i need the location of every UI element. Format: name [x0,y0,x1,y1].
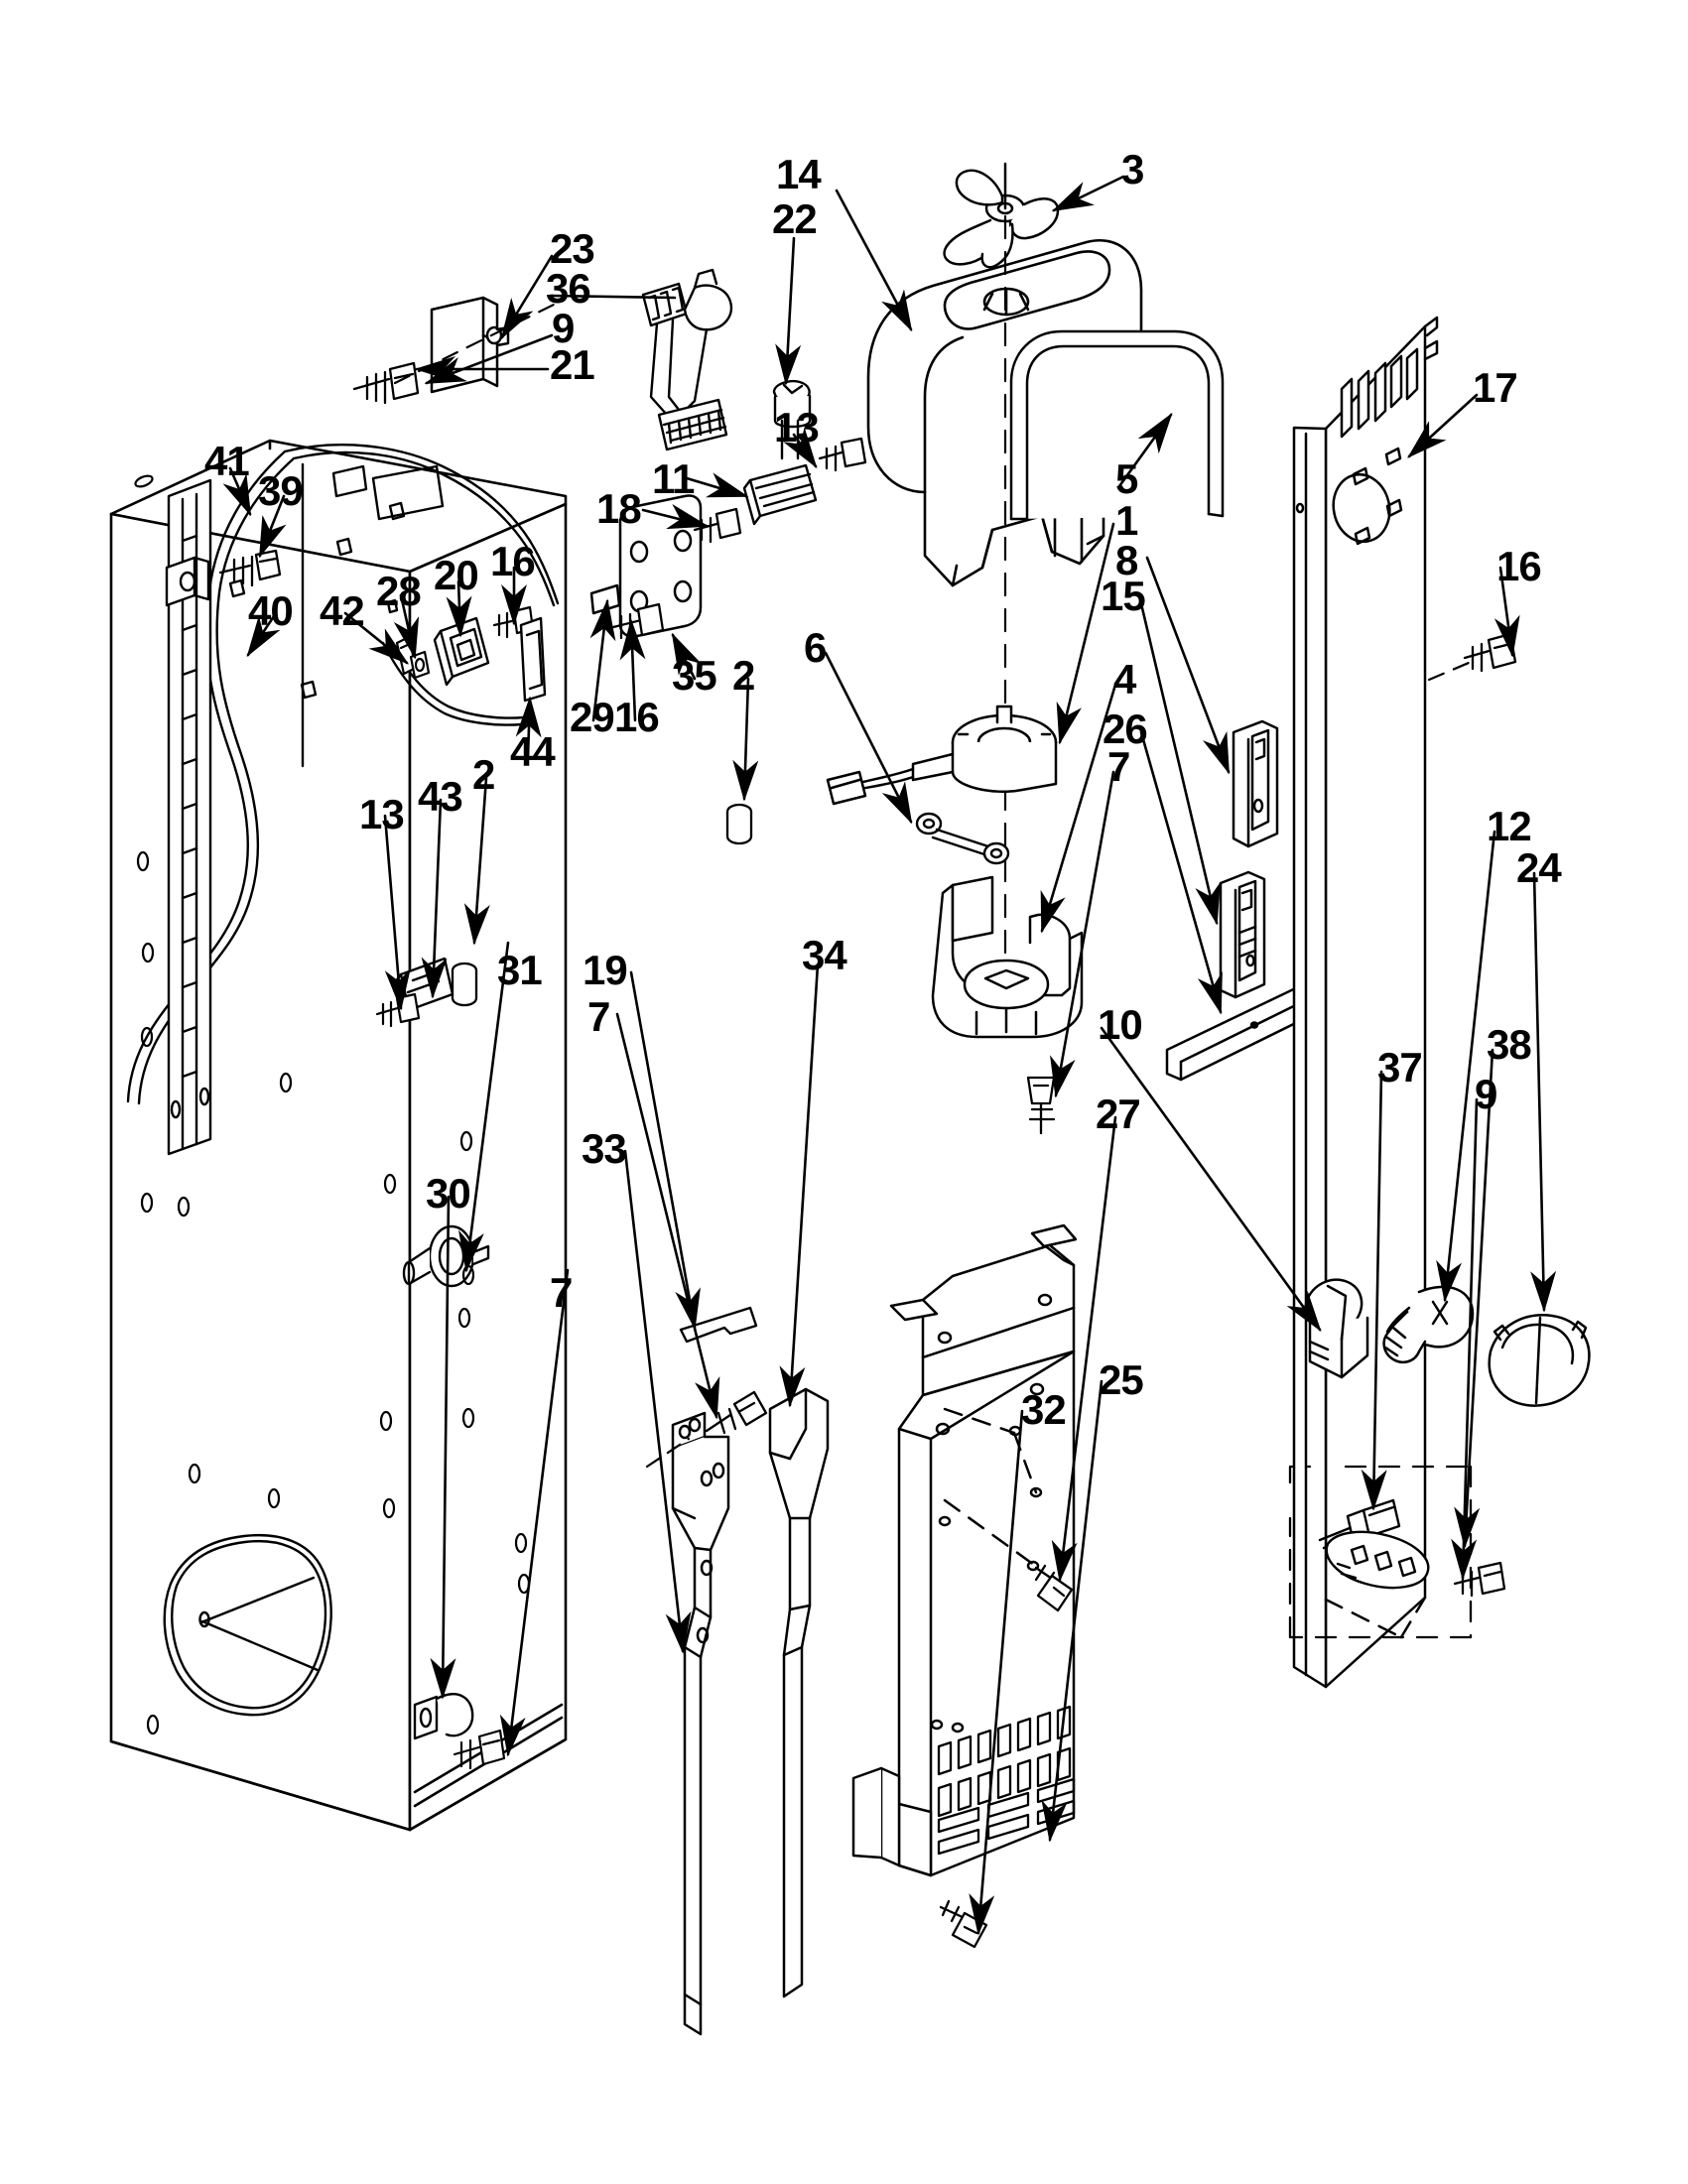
callout-34: 34 [802,932,847,978]
callout-13-lower: 13 [359,791,405,837]
callout-37: 37 [1377,1044,1423,1091]
screw-7-lower-left [453,1729,506,1770]
fan-motor-1 [826,705,1058,806]
callout-39: 39 [258,467,304,514]
callout-28: 28 [376,568,422,614]
callout-4: 4 [1113,656,1136,703]
shelf-support-8 [1232,719,1279,848]
fan-motor-cradle-4 [931,875,1084,1039]
cabinet-holes [134,474,531,1735]
drain-tube-loop-5 [1009,329,1225,521]
thermistor-22 [772,379,812,460]
screw-13-terminal [818,437,867,472]
callout-7-trim: 7 [1107,743,1130,790]
callout-31: 31 [497,947,543,993]
fan-blade-3 [943,162,1060,269]
shim-spacer-19 [679,1306,758,1344]
mullion-trim-34 [768,1387,830,1998]
mounting-plate-35 [589,494,703,638]
callout-38: 38 [1487,1021,1532,1068]
fan-motor-strap-6 [915,812,1010,865]
callout-23: 23 [550,225,595,272]
callout-20: 20 [434,552,479,598]
callout-12: 12 [1487,803,1532,849]
callout-25: 25 [1099,1356,1144,1403]
callout-21: 21 [550,341,595,388]
lower-access-panel-25 [851,1223,1078,1877]
screw-16-right-panel [1427,632,1517,682]
callout-35: 35 [672,652,717,699]
machine-compartment-cover-17 [1292,316,1439,1689]
terminal-block-11 [742,463,818,526]
callout-30: 30 [426,1170,471,1217]
retainer-clip-44 [519,616,547,703]
callout-8: 8 [1115,537,1138,583]
screw-18 [693,507,742,544]
light-socket-10 [1306,1278,1369,1379]
callout-22: 22 [772,195,818,242]
callout-2-lower: 2 [472,751,495,798]
callout-14: 14 [776,151,822,197]
callout-2-upper: 2 [732,652,755,699]
screw-7-hinge [645,1390,768,1469]
shelf-support-15 [1219,870,1266,999]
wiring-harness-36 [641,268,733,451]
callout-11: 11 [652,455,695,502]
callout-17: 17 [1473,364,1518,411]
callout-33: 33 [582,1125,627,1172]
callout-40: 40 [248,587,294,634]
callout-27: 27 [1096,1091,1141,1137]
callout-24: 24 [1516,844,1562,891]
hinge-support-bracket-33 [671,1411,730,2036]
callout-10: 10 [1098,1001,1143,1048]
callout-5: 5 [1115,455,1138,502]
drain-pan-outline [163,1534,332,1717]
callout-7-hinge: 7 [587,993,610,1040]
callout-9-lower: 9 [1475,1071,1497,1117]
rail-clip-41 [165,556,210,607]
shelf-ladder-rail [167,478,212,1156]
callout-13-upper: 13 [774,404,820,450]
callout-6: 6 [804,624,827,671]
grommet-2-upper [725,803,753,845]
callout-43: 43 [418,773,463,820]
callout-29: 29 [570,694,615,740]
callout-42: 42 [320,587,365,634]
callout-44: 44 [510,728,556,775]
callout-16-right: 16 [1496,543,1542,589]
callout-leaders [222,175,1557,1936]
callout-3: 3 [1121,146,1144,193]
callout-15: 15 [1101,573,1146,619]
light-lens-24 [1488,1314,1591,1407]
callout-18: 18 [596,485,642,532]
callout-16-socket: 16 [490,538,536,584]
callout-16-plate: 16 [614,694,660,740]
control-module-38 [1325,1530,1430,1590]
callout-1: 1 [1115,497,1138,544]
callout-26: 26 [1103,706,1148,752]
callout-19: 19 [583,947,628,993]
callout-9: 9 [552,305,575,351]
callout-7-bottom: 7 [550,1269,573,1316]
callout-32: 32 [1021,1386,1067,1433]
callout-41: 41 [204,438,250,484]
screw-7-trim [1026,1076,1056,1135]
screw-27 [1034,1564,1074,1612]
callout-36: 36 [546,265,591,312]
grommet-2-lower [451,962,478,1007]
